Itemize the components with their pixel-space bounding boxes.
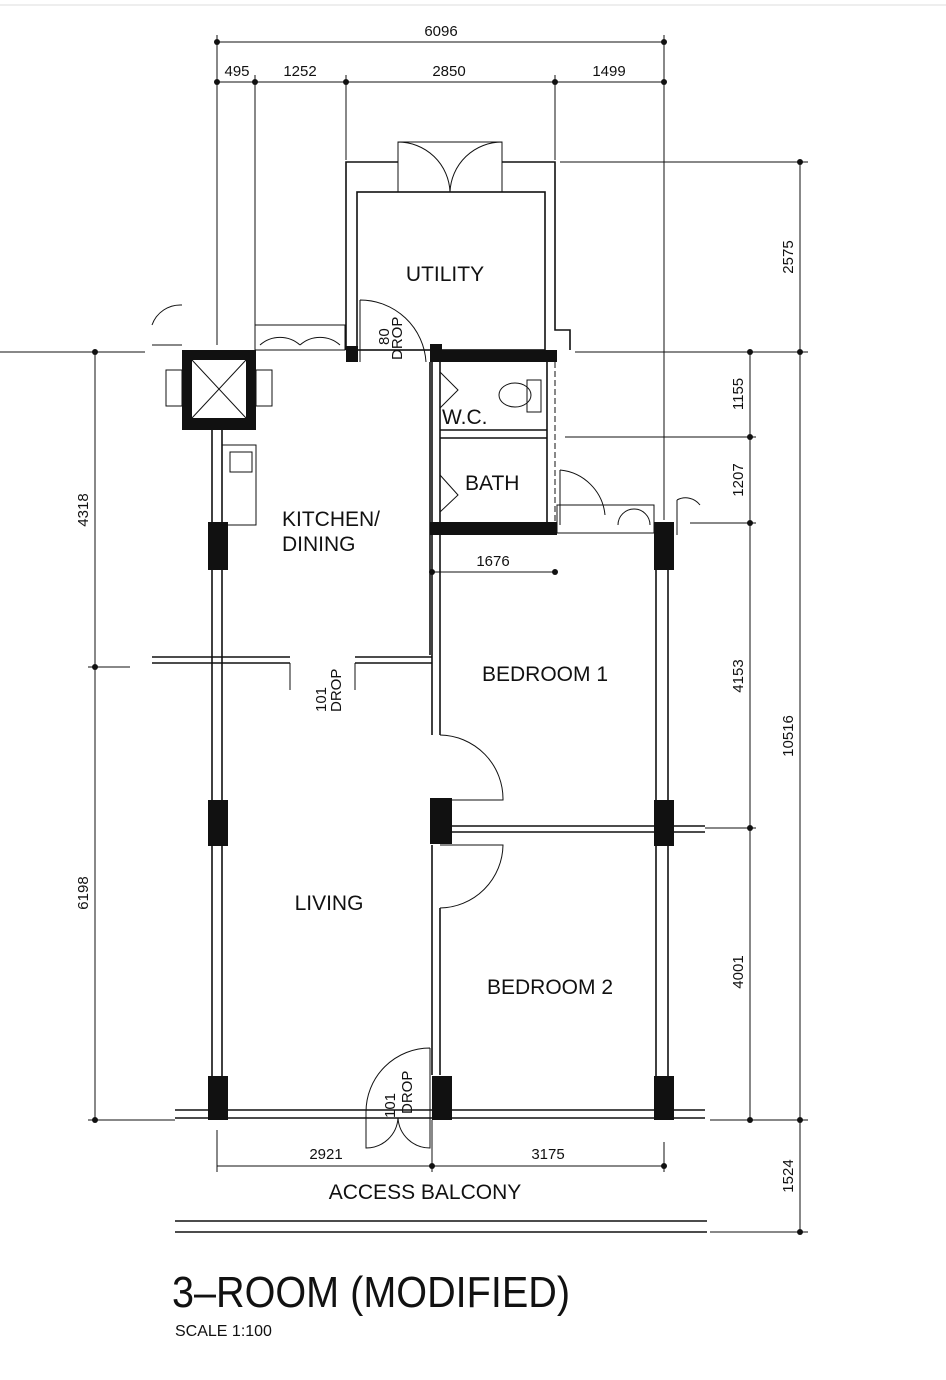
kitchen-door-num: 101 [313,687,330,712]
dim-top-2: 1252 [283,63,316,80]
dim-right-4001: 4001 [730,955,747,988]
dim-right-2575: 2575 [780,240,797,273]
right-dimensions: 2575 10516 1524 1155 1207 4153 4001 [560,159,808,1235]
label-living: LIVING [295,892,364,915]
wet-area: W.C. BATH 1676 [429,350,558,575]
top-dimensions: 6096 495 1252 2850 1499 [214,23,667,520]
label-kitchen: KITCHEN/ [282,508,380,531]
entry-door-num: 101 [382,1093,399,1118]
dim-top-4: 1499 [592,63,625,80]
lift-shaft [165,350,273,430]
plan-scale: SCALE 1:100 [175,1323,272,1340]
entry-door-drop: DROP [399,1071,416,1114]
label-wc: W.C. [442,406,488,429]
left-dimensions: 4318 6198 [75,349,175,1123]
dim-top-total: 6096 [424,23,457,40]
utility-door-num: 80 [376,328,393,345]
label-bedroom-1: BEDROOM 1 [482,663,608,686]
dim-right-1155: 1155 [730,378,747,410]
bottom-dimensions: 2921 3175 [216,1120,667,1172]
label-bath: BATH [465,472,519,495]
utility-room: UTILITY 80 DROP [345,141,571,363]
label-utility: UTILITY [406,263,484,286]
kitchen-door-drop: DROP [328,669,345,712]
dim-top-1: 495 [224,63,249,80]
dim-bath-width: 1676 [476,553,509,570]
label-dining: DINING [282,533,356,556]
dim-bottom-1: 2921 [309,1146,342,1163]
dim-left-4318: 4318 [75,493,92,526]
dim-right-4153: 4153 [730,659,747,692]
plan-title: 3–ROOM (MODIFIED) [172,1268,570,1317]
dim-left-6198: 6198 [75,876,92,909]
service-door [556,469,701,535]
entry-door: 101 DROP 101 DROP [313,669,431,1149]
dim-right-1524: 1524 [780,1159,797,1192]
utility-door-drop: DROP [389,317,406,360]
walls [152,362,705,1120]
label-bedroom-2: BEDROOM 2 [487,976,613,999]
dim-bottom-2: 3175 [531,1146,564,1163]
dim-top-3: 2850 [432,63,465,80]
label-access-balcony: ACCESS BALCONY [329,1181,522,1204]
dim-right-10516: 10516 [780,715,797,757]
dim-right-1207: 1207 [730,463,747,496]
